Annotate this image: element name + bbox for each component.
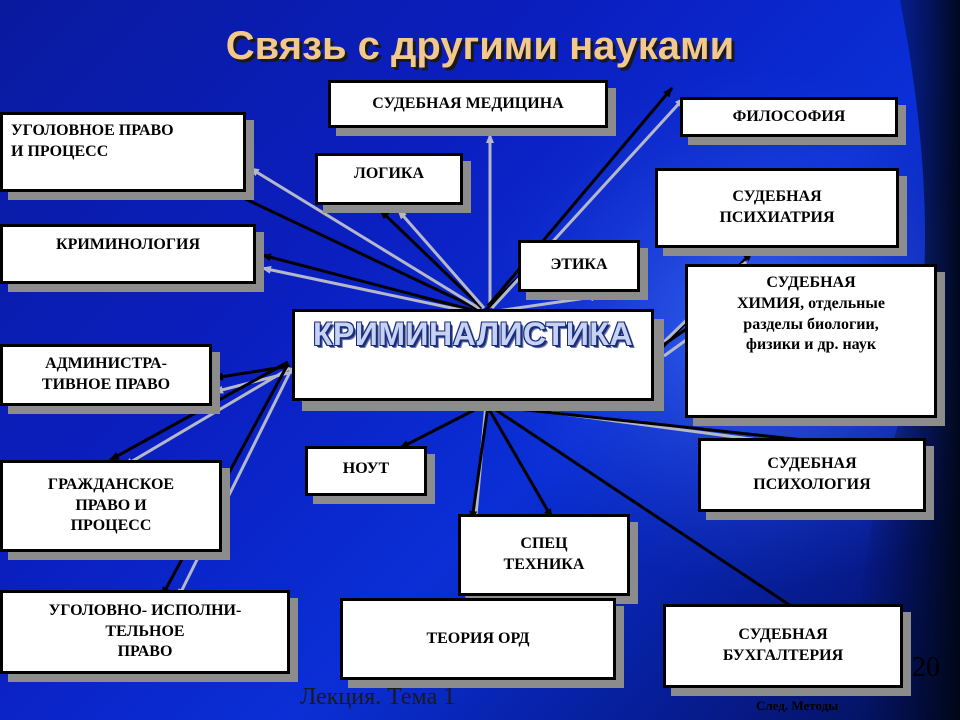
node-logika: ЛОГИКА (315, 153, 463, 205)
node-ugol-pravo: УГОЛОВНОЕ ПРАВО И ПРОЦЕСС (0, 112, 246, 192)
node-sud-bukhgalteriya: СУДЕБНАЯ БУХГАЛТЕРИЯ (663, 604, 903, 688)
arrow-to-nout (399, 402, 487, 450)
node-grazhd-pravo-label: ГРАЖДАНСКОЕ ПРАВО И ПРОЦЕСС (47, 475, 175, 535)
node-sud-psikhologiya: СУДЕБНАЯ ПСИХОЛОГИЯ (698, 438, 926, 512)
arrow-to-grazhd-pravo-a (109, 360, 289, 462)
node-sud-psikhologiya-label: СУДЕБНАЯ ПСИХОЛОГИЯ (753, 455, 871, 493)
node-sud-psikhiatriya-label: СУДЕБНАЯ ПСИХИАТРИЯ (719, 188, 835, 226)
arrow-to-ugol-isp-pravo-a (160, 363, 290, 597)
next-slide-link[interactable]: След. Методы (756, 698, 839, 713)
arrow-to-sud-psikhologiya-b (489, 404, 841, 448)
node-nout: НОУТ (305, 446, 427, 496)
node-admin-pravo: АДМИНИСТРА- ТИВНОЕ ПРАВО (0, 344, 212, 406)
node-ugol-pravo-label: УГОЛОВНОЕ ПРАВО И ПРОЦЕСС (11, 122, 174, 160)
center-label: КРИМИНАЛИСТИКА (312, 316, 634, 353)
node-sud-med-label: СУДЕБНАЯ МЕДИЦИНА (372, 94, 564, 112)
node-nout-label: НОУТ (342, 460, 390, 477)
arrow-to-sud-bukhgalteriya (489, 404, 801, 614)
node-teoriya-ord: ТЕОРИЯ ОРД (340, 598, 616, 680)
node-teoriya-ord-label: ТЕОРИЯ ОРД (426, 629, 530, 647)
node-sud-med: СУДЕБНАЯ МЕДИЦИНА (328, 80, 608, 128)
slide-title: Связь с другими науками (225, 24, 735, 68)
node-ugol-isp-pravo-label: УГОЛОВНО- ИСПОЛНИ- ТЕЛЬНОЕ ПРАВО (48, 601, 242, 661)
arrow-to-logika-b (396, 209, 486, 309)
node-etika: ЭТИКА (518, 240, 640, 292)
node-logika-label: ЛОГИКА (353, 165, 425, 182)
node-etika-label: ЭТИКА (550, 256, 608, 273)
node-kriminologiya-label: КРИМИНОЛОГИЯ (55, 236, 200, 253)
node-grazhd-pravo: ГРАЖДАНСКОЕ ПРАВО И ПРОЦЕСС (0, 460, 222, 552)
arrow-to-kriminologiya-b (261, 265, 481, 316)
node-kriminalistika: КРИМИНАЛИСТИКА (292, 309, 654, 401)
arrow-to-logika-a (378, 208, 484, 310)
node-sud-bukhgalteriya-label: СУДЕБНАЯ БУХГАЛТЕРИЯ (722, 626, 844, 664)
node-sud-psikhiatriya: СУДЕБНАЯ ПСИХИАТРИЯ (655, 168, 899, 248)
node-filosofiya-label: ФИЛОСОФИЯ (732, 107, 846, 125)
node-spets-tekhnika: СПЕЦ ТЕХНИКА (458, 514, 630, 596)
node-ugol-isp-pravo: УГОЛОВНО- ИСПОЛНИ- ТЕЛЬНОЕ ПРАВО (0, 590, 290, 674)
node-spets-tekhnika-label: СПЕЦ ТЕХНИКА (503, 535, 585, 573)
arrow-to-spets-tekhnika-b (484, 403, 554, 519)
arrow-to-kriminologiya-a (261, 253, 481, 314)
page-number: 20 (912, 652, 940, 683)
lecture-footer: Лекция. Тема 1 (300, 684, 456, 710)
arrow-to-grazhd-pravo-b (123, 366, 291, 468)
node-filosofiya: ФИЛОСОФИЯ (680, 97, 898, 137)
node-kriminologiya: КРИМИНОЛОГИЯ (0, 224, 256, 284)
arrow-to-ugol-isp-pravo-b (176, 367, 294, 599)
arrow-to-teoriya-ord (469, 405, 490, 521)
node-admin-pravo-label: АДМИНИСТРА- ТИВНОЕ ПРАВО (41, 355, 171, 393)
node-sud-khimiya: СУДЕБНАЯ ХИМИЯ, отдельные разделы биолог… (685, 264, 937, 418)
node-sud-khimiya-label: СУДЕБНАЯ ХИМИЯ, отдельные разделы биолог… (737, 274, 885, 354)
arrow-to-ugol-pravo-b (249, 166, 483, 312)
